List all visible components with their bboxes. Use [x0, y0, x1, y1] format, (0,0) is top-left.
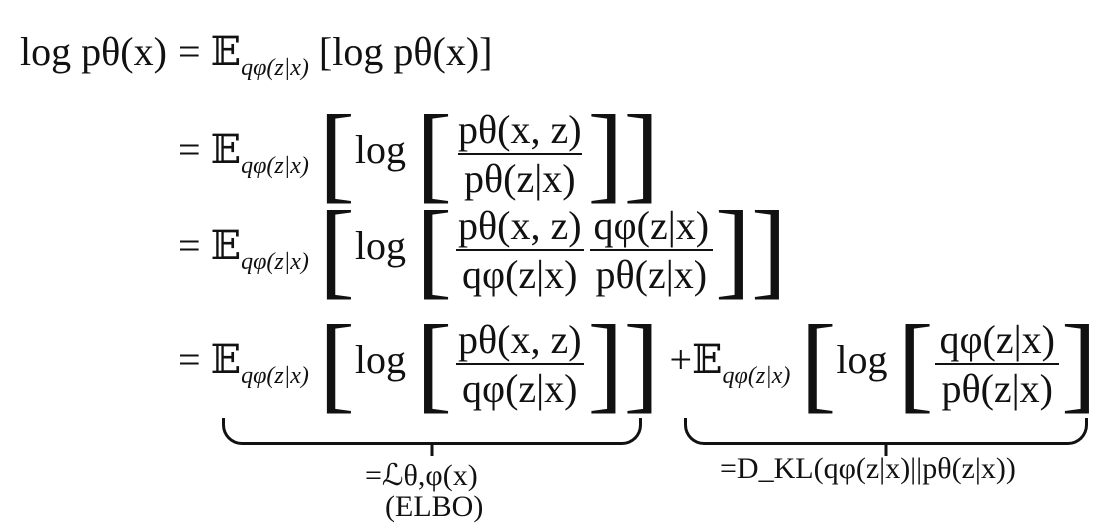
kl-term: =D_KL(qφ(z|x)||pθ(z|x)): [720, 452, 1016, 485]
elbo-name: (ELBO): [385, 490, 484, 523]
underbrace-elbo: [222, 418, 642, 445]
underbrace-kl: [684, 418, 1088, 445]
line-3: = 𝔼qφ(z|x) [log [pθ(x, z)qφ(z|x)qφ(z|x)p…: [178, 190, 787, 309]
lhs: log pθ(x): [20, 29, 167, 74]
line-2: = 𝔼qφ(z|x) [log [pθ(x, z)pθ(z|x)]]: [178, 94, 660, 213]
line-4: = 𝔼qφ(z|x) [log [pθ(x, z)qφ(z|x)]] +𝔼qφ(…: [178, 304, 1100, 423]
line-1: = 𝔼qφ(z|x) [log pθ(x)]: [178, 29, 493, 81]
elbo-term: =ℒθ,φ(x): [365, 459, 478, 492]
